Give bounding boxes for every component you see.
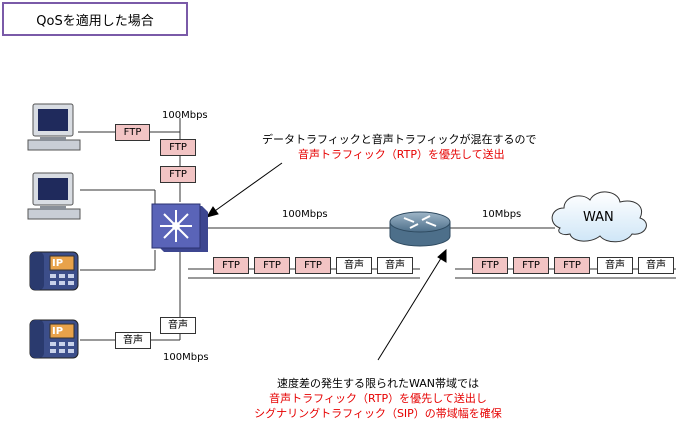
pc-icon <box>27 103 81 151</box>
wan-label: WAN <box>583 210 614 225</box>
annotation-arrows <box>205 162 447 361</box>
ip-label: IP <box>52 258 64 269</box>
bottom-note-line: 速度差の発生する限られたWAN帯域では <box>276 377 480 390</box>
bottom-note: 速度差の発生する限られたWAN帯域では 音声トラフィック（RTP）を優先して送出… <box>250 376 506 421</box>
ip-phone-icon <box>29 319 79 359</box>
top-note: データトラフィックと音声トラフィックが混在するので 音声トラフィック（RTP）を… <box>262 132 537 162</box>
top-note-highlight: 音声トラフィック（RTP）を優先して送出 <box>298 148 505 161</box>
lan-queue-packet: FTP <box>295 257 331 274</box>
bottom-note-highlight: シグナリングトラフィック（SIP）の帯域幅を確保 <box>254 407 502 420</box>
lan-queue-packet: FTP <box>254 257 290 274</box>
speed-label: 10Mbps <box>482 209 522 220</box>
bottom-note-highlight: 音声トラフィック（RTP）を優先して送出し <box>269 392 487 405</box>
ip-label: IP <box>52 326 64 337</box>
speed-label: 100Mbps <box>163 352 209 363</box>
ftp-packet: FTP <box>115 124 150 141</box>
router-icon <box>389 211 451 247</box>
top-note-line: データトラフィックと音声トラフィックが混在するので <box>262 133 537 146</box>
ftp-packet: FTP <box>160 166 196 183</box>
wan-queue-packet: FTP <box>513 257 549 274</box>
lan-queue-packet: 音声 <box>377 257 413 274</box>
speed-label: 100Mbps <box>162 110 208 121</box>
ip-phone-icon <box>29 251 79 291</box>
wan-queue-packet: FTP <box>472 257 508 274</box>
lan-queue-packet: FTP <box>213 257 249 274</box>
ftp-packet: FTP <box>160 139 196 156</box>
lan-queue-packet: 音声 <box>336 257 372 274</box>
wan-cloud-icon <box>551 191 647 243</box>
wan-queue-packet: 音声 <box>597 257 633 274</box>
speed-label: 100Mbps <box>282 209 328 220</box>
switch-icon <box>151 203 208 252</box>
pc-icon <box>27 172 81 220</box>
voice-packet: 音声 <box>160 317 196 334</box>
page-title: QoSを適用した場合 <box>2 2 188 36</box>
voice-packet: 音声 <box>115 332 151 349</box>
wan-queue-packet: 音声 <box>638 257 674 274</box>
wan-queue-packet: FTP <box>554 257 590 274</box>
